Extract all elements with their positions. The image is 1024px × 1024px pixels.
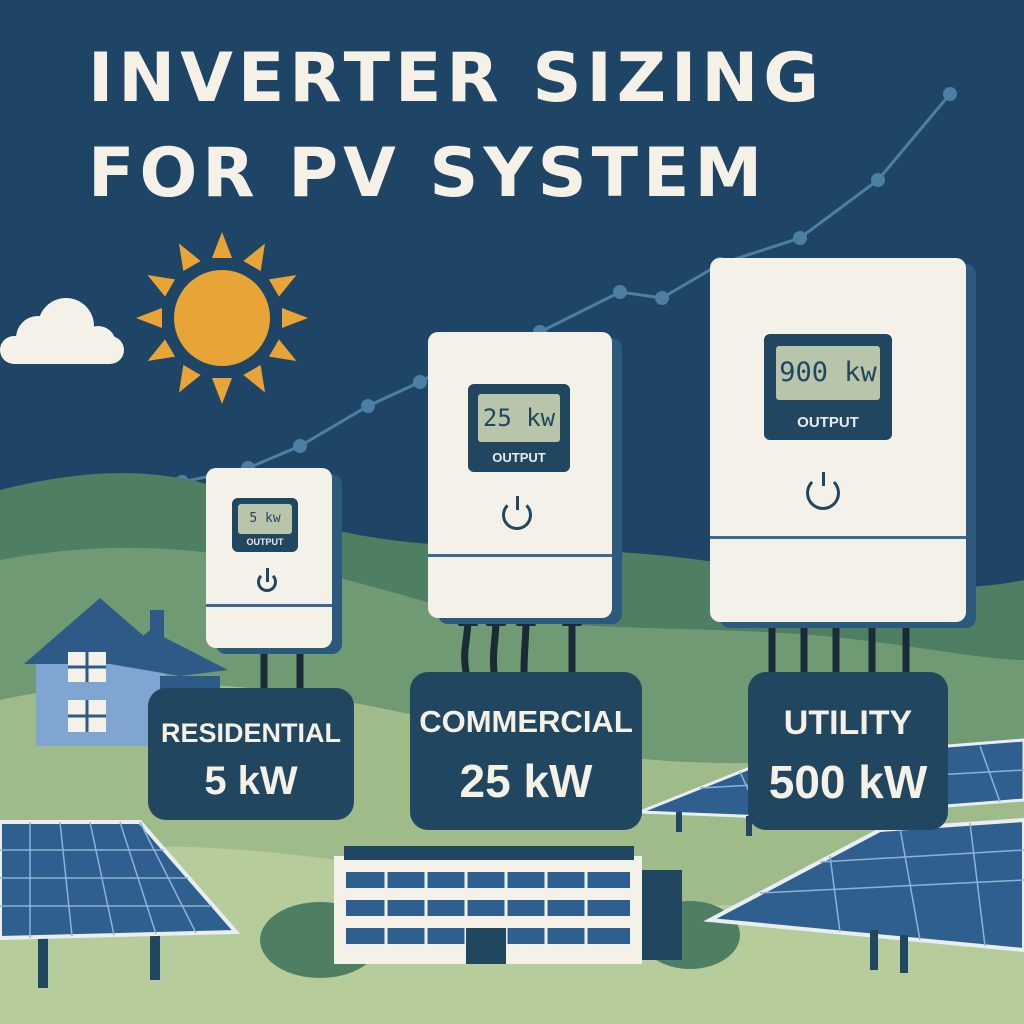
inverter-lcd-readout: 900 kw: [776, 346, 880, 400]
category-name: RESIDENTIAL: [160, 718, 341, 748]
output-label: OUTPUT: [246, 537, 284, 547]
category-rating: 25 kW: [459, 755, 593, 807]
inverter-stripe: [206, 604, 332, 607]
inverter-residential: 5 kw OUTPUT: [206, 468, 332, 648]
category-rating: 500 kW: [768, 756, 928, 808]
label-utility: UTILITY 500 kW: [748, 672, 948, 830]
office-building-icon: [260, 846, 740, 978]
inverter-utility: 900 kw OUTPUT: [710, 258, 966, 622]
inverter-display: 25 kw OUTPUT: [468, 384, 570, 472]
power-icon: [257, 568, 277, 592]
inverter-display: 5 kw OUTPUT: [232, 498, 298, 552]
label-residential: RESIDENTIAL 5 kW: [148, 688, 354, 820]
sun-icon: [136, 232, 308, 404]
inverter-lcd-readout: 5 kw: [238, 504, 292, 534]
page-title-line-1: INVERTER SIZING: [88, 39, 825, 118]
category-name: COMMERCIAL: [419, 704, 633, 739]
output-label: OUTPUT: [492, 450, 546, 465]
output-label: OUTPUT: [797, 414, 859, 431]
page-title-line-2: FOR PV SYSTEM: [88, 134, 768, 213]
power-icon: [806, 472, 840, 510]
inverter-display: 900 kw OUTPUT: [764, 334, 892, 440]
solar-panel-icon: [0, 820, 241, 988]
inverter-lcd-readout: 25 kw: [478, 394, 560, 442]
inverter-stripe: [710, 536, 966, 539]
category-rating: 5 kW: [204, 759, 298, 803]
label-commercial: COMMERCIAL 25 kW: [410, 672, 642, 830]
inverter-stripe: [428, 554, 612, 557]
house-icon: [24, 598, 228, 746]
power-icon: [502, 496, 532, 530]
inverter-commercial: 25 kw OUTPUT: [428, 332, 612, 618]
cloud-icon: [0, 298, 124, 364]
category-name: UTILITY: [783, 704, 913, 742]
